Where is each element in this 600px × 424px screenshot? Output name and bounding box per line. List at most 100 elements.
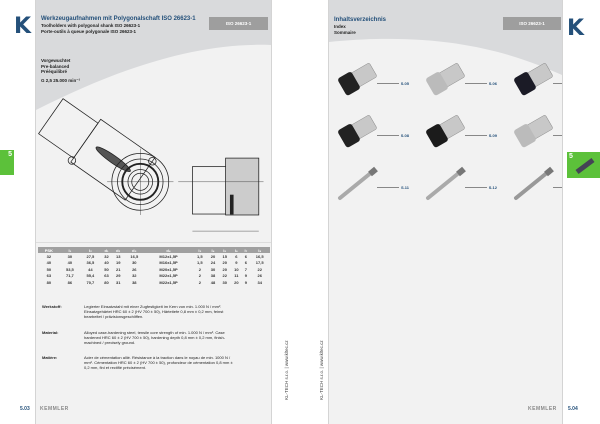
leader-line: [553, 135, 562, 136]
col-header: l₃: [192, 247, 208, 253]
balance-de: Vorgewuchtet: [41, 58, 71, 63]
product-link[interactable]: S.12: [422, 162, 497, 204]
right-page: Inhaltsverzeichnis Index Sommaire ISO 26…: [328, 0, 563, 424]
leader-line: [553, 83, 562, 84]
table-cell: 30: [67, 253, 73, 259]
col-header: l₄: [207, 247, 219, 253]
brand-footer: KEMMLER: [40, 406, 69, 412]
material-label: Werkstoff:: [42, 304, 62, 309]
table-cell: 34: [257, 279, 262, 285]
product-link[interactable]: S.10: [510, 110, 562, 152]
table-cell: 80: [46, 279, 52, 285]
material-block: Werkstoff:Legierter Einsatzstahl mit ein…: [42, 304, 234, 319]
table-cell: 22: [257, 266, 262, 272]
table-cell: 2: [198, 273, 201, 279]
table-cell: M12x1,5P: [159, 253, 178, 259]
product-link[interactable]: S.05: [334, 58, 409, 100]
technical-drawing: [38, 98, 264, 232]
col-header: l₆: [230, 247, 243, 253]
material-label: Material:: [42, 330, 59, 335]
section-tab[interactable]: 5: [0, 150, 14, 175]
toolholder-image-icon: [514, 115, 553, 148]
table-cell: 32: [132, 273, 137, 279]
table-cell: M22x1,5P: [159, 273, 178, 279]
product-link[interactable]: S.13: [510, 162, 562, 204]
col-header: l₇: [242, 247, 250, 253]
table-cell: 6: [235, 253, 238, 259]
table-cell: 63: [104, 273, 109, 279]
table-cell: 50: [46, 266, 52, 272]
product-link[interactable]: S.08: [334, 110, 409, 152]
table-cell: 19: [115, 260, 121, 266]
table-cell: 22: [222, 273, 227, 279]
leader-line: [553, 187, 562, 188]
col-header: d₃: [124, 247, 145, 253]
table-cell: 1,5: [197, 260, 203, 266]
table-cell: 29: [115, 273, 121, 279]
toolholder-image-icon: [514, 63, 553, 96]
product-link[interactable]: S.09: [422, 110, 497, 152]
page-reference: S.09: [488, 133, 497, 138]
left-page: Werkzeugaufnahmen mit Polygonalschaft IS…: [35, 0, 272, 424]
table-cell: 2: [198, 279, 201, 285]
table-cell: 24: [210, 260, 216, 266]
table-cell: 86: [67, 279, 73, 285]
table-cell: 1,5: [197, 253, 203, 259]
table-cell: 40: [46, 260, 52, 266]
material-block: Matière:Acier de cémentation allié. Rési…: [42, 355, 234, 370]
page-reference: S.08: [400, 133, 409, 138]
page-reference: S.11: [400, 185, 409, 190]
page-title: Werkzeugaufnahmen mit Polygonalschaft IS…: [41, 16, 196, 22]
page-number: 5.04: [568, 406, 578, 412]
page-reference: S.05: [400, 81, 409, 86]
balance-grade: G 2,5 25.000 min⁻¹: [41, 77, 81, 83]
col-header: d₂: [112, 247, 125, 253]
leader-line: [465, 135, 487, 136]
table-cell: 27,5: [86, 253, 95, 259]
table-cell: 9: [244, 279, 247, 285]
table-cell: 20: [234, 279, 239, 285]
subtitle-fr: Porte-outils à queue polygonale ISO 2662…: [41, 28, 137, 34]
gutter-text: KL-TECH s.r.o. | www.kltec.cz: [319, 340, 324, 400]
table-cell: 9: [235, 260, 238, 266]
page-reference: S.06: [488, 81, 497, 86]
table-cell: 17,5: [255, 260, 264, 266]
table-top-border: [36, 242, 271, 243]
table-cell: M16x1,5P: [159, 260, 178, 266]
product-link[interactable]: S.11: [334, 162, 409, 204]
table-cell: 40: [67, 260, 73, 266]
page-number: 5.03: [20, 406, 30, 412]
table-cell: M22x1,5P: [159, 279, 178, 285]
table-cell: 36,5: [86, 260, 95, 266]
table-cell: 15: [222, 253, 227, 259]
brand-logo: K: [14, 14, 32, 39]
toolholder-image-icon: [338, 115, 377, 148]
toolholder-image-icon: [514, 166, 554, 200]
iso-badge: ISO 26623-1: [209, 17, 268, 30]
table-cell: 44: [88, 266, 93, 272]
brand-footer: KEMMLER: [528, 406, 557, 412]
balance-fr: Prééquilibré: [41, 69, 68, 74]
page-reference: S.12: [488, 185, 497, 190]
col-header: l₂: [80, 247, 101, 253]
table-cell: 38: [132, 279, 137, 285]
product-link[interactable]: S.07: [510, 58, 562, 100]
table-cell: 13: [115, 253, 121, 259]
table-cell: 48: [210, 279, 216, 285]
table-cell: 50: [104, 266, 109, 272]
gutter-text: KL-TECH s.r.o. | www.kltec.cz: [284, 340, 289, 400]
leader-line: [377, 135, 399, 136]
table-cell: 40: [104, 260, 109, 266]
table-cell: 26: [257, 273, 262, 279]
section-tab[interactable]: 5: [567, 152, 600, 178]
product-link[interactable]: S.06: [422, 58, 497, 100]
table-cell: 7: [244, 266, 247, 272]
table-cell: 21: [115, 266, 121, 272]
subtitle-fr: Sommaire: [334, 29, 356, 35]
balance-en: Pre-balanced: [41, 63, 70, 69]
subtitle-en: Index: [334, 24, 346, 29]
table-cell: 20: [222, 266, 227, 272]
